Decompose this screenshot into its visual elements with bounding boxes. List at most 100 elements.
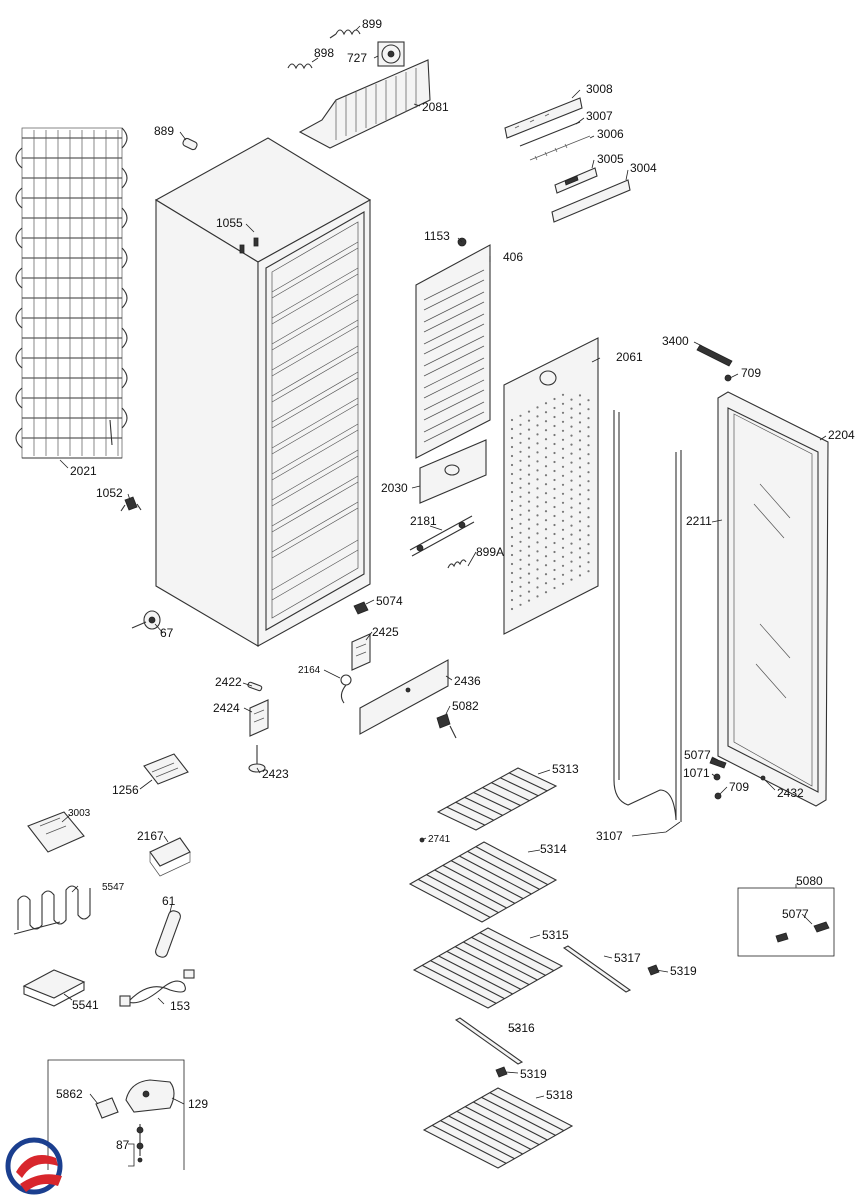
perforation-dot (519, 558, 522, 561)
perforation-dot (553, 541, 556, 545)
perforation-dot (519, 414, 522, 417)
perforation-dot (561, 456, 565, 459)
perforation-dot (570, 560, 573, 563)
perforation-dot (570, 479, 573, 482)
perforation-dot (544, 573, 548, 576)
perforation-dot (536, 586, 539, 589)
drawing-stroke (430, 960, 505, 1000)
spring-899 (329, 29, 361, 39)
perforation-dot (519, 540, 522, 543)
perforation-dot (536, 514, 539, 517)
cabinet-body (154, 137, 372, 647)
perforation-dot (510, 463, 514, 467)
drawing-stroke (423, 389, 485, 421)
perforation-dot (570, 425, 573, 428)
evaporator-cover-2081 (298, 59, 431, 149)
perforation-dot (587, 417, 590, 420)
drawing-stroke (271, 345, 359, 397)
rail-5317 (562, 945, 632, 993)
label-5319b: 5319 (520, 1067, 547, 1081)
perforation-dot (544, 447, 548, 450)
part-labels: 899 898 727 2081 889 3008 3007 3006 3005… (56, 17, 855, 1152)
drawing-stroke (464, 796, 503, 816)
label-5541: 5541 (72, 998, 99, 1012)
perforation-dot (527, 482, 531, 485)
light-strip-3007 (519, 121, 581, 147)
drawing-stroke (271, 319, 359, 371)
perforation-dot (553, 451, 556, 455)
board-3006 (529, 135, 591, 161)
drawing-stroke (423, 335, 485, 367)
perforation-dot (544, 546, 548, 549)
perforation-dot (527, 599, 531, 602)
label-5074: 5074 (376, 594, 403, 608)
drawing-stroke (423, 269, 485, 301)
perforation-dot (578, 466, 582, 469)
label-5862: 5862 (56, 1087, 83, 1101)
label-2030: 2030 (381, 481, 408, 495)
label-5318: 5318 (546, 1088, 573, 1102)
perforation-dot (587, 408, 590, 411)
perforation-dot (553, 397, 556, 401)
kickplate-2436 (359, 659, 449, 735)
perforation-dot (544, 465, 548, 468)
perforation-dot (510, 454, 514, 458)
plate-2030 (419, 439, 487, 504)
label-2432: 2432 (777, 786, 804, 800)
drawing-stroke (446, 950, 522, 990)
label-1052: 1052 (96, 486, 123, 500)
drawing-stroke (271, 403, 359, 455)
drawing-stroke (450, 860, 524, 900)
drawing-stroke (423, 357, 485, 389)
perforation-dot (553, 568, 556, 572)
perforation-dot (553, 586, 556, 590)
label-3007: 3007 (586, 109, 613, 123)
perforation-dot (561, 483, 565, 486)
drawing-stroke (442, 864, 516, 904)
drawing-stroke (459, 855, 532, 895)
label-2436: 2436 (454, 674, 481, 688)
gasket-3107 (613, 410, 682, 822)
hinge-3400 (696, 344, 733, 367)
perforation-dot (536, 595, 539, 598)
perforation-dot (510, 526, 514, 530)
perforation-dot (519, 468, 522, 471)
drawing-stroke (423, 279, 485, 311)
drawing-stroke (489, 1092, 565, 1132)
perforation-dot (536, 415, 539, 418)
perforation-dot (519, 549, 522, 552)
perforation-dot (587, 525, 590, 528)
perforation-dot (544, 501, 548, 504)
perforation-dot (536, 406, 539, 409)
drawing-stroke (463, 941, 538, 981)
perforation-dot (510, 490, 514, 494)
perforation-dot (519, 576, 522, 579)
perforation-dot (553, 487, 556, 491)
drawing-stroke (423, 301, 485, 333)
drawing-stroke (421, 964, 497, 1004)
perforation-dot (570, 434, 573, 437)
perforation-dot (519, 477, 522, 480)
perforation-dot (587, 471, 590, 474)
perforation-dot (536, 451, 539, 454)
drawing-stroke (479, 932, 555, 972)
drawing-stroke (475, 846, 549, 886)
perforation-dot (578, 403, 582, 406)
pin-2422 (247, 681, 263, 692)
pin-1071 (713, 773, 721, 781)
perforation-dot (570, 470, 573, 473)
perforation-dot (578, 574, 582, 577)
perforation-dot (536, 460, 539, 463)
perforation-dot (536, 532, 539, 535)
perforation-dot (561, 447, 565, 450)
drawing-stroke (455, 801, 495, 821)
drawing-stroke (271, 267, 359, 319)
perforation-dot (527, 446, 531, 449)
perforation-dot (510, 589, 514, 593)
perforation-dot (519, 450, 522, 453)
perforation-dot (561, 393, 565, 396)
perforation-dot (578, 565, 582, 568)
perforation-dot (544, 483, 548, 486)
label-1071: 1071 (683, 766, 710, 780)
perforation-dot (519, 594, 522, 597)
